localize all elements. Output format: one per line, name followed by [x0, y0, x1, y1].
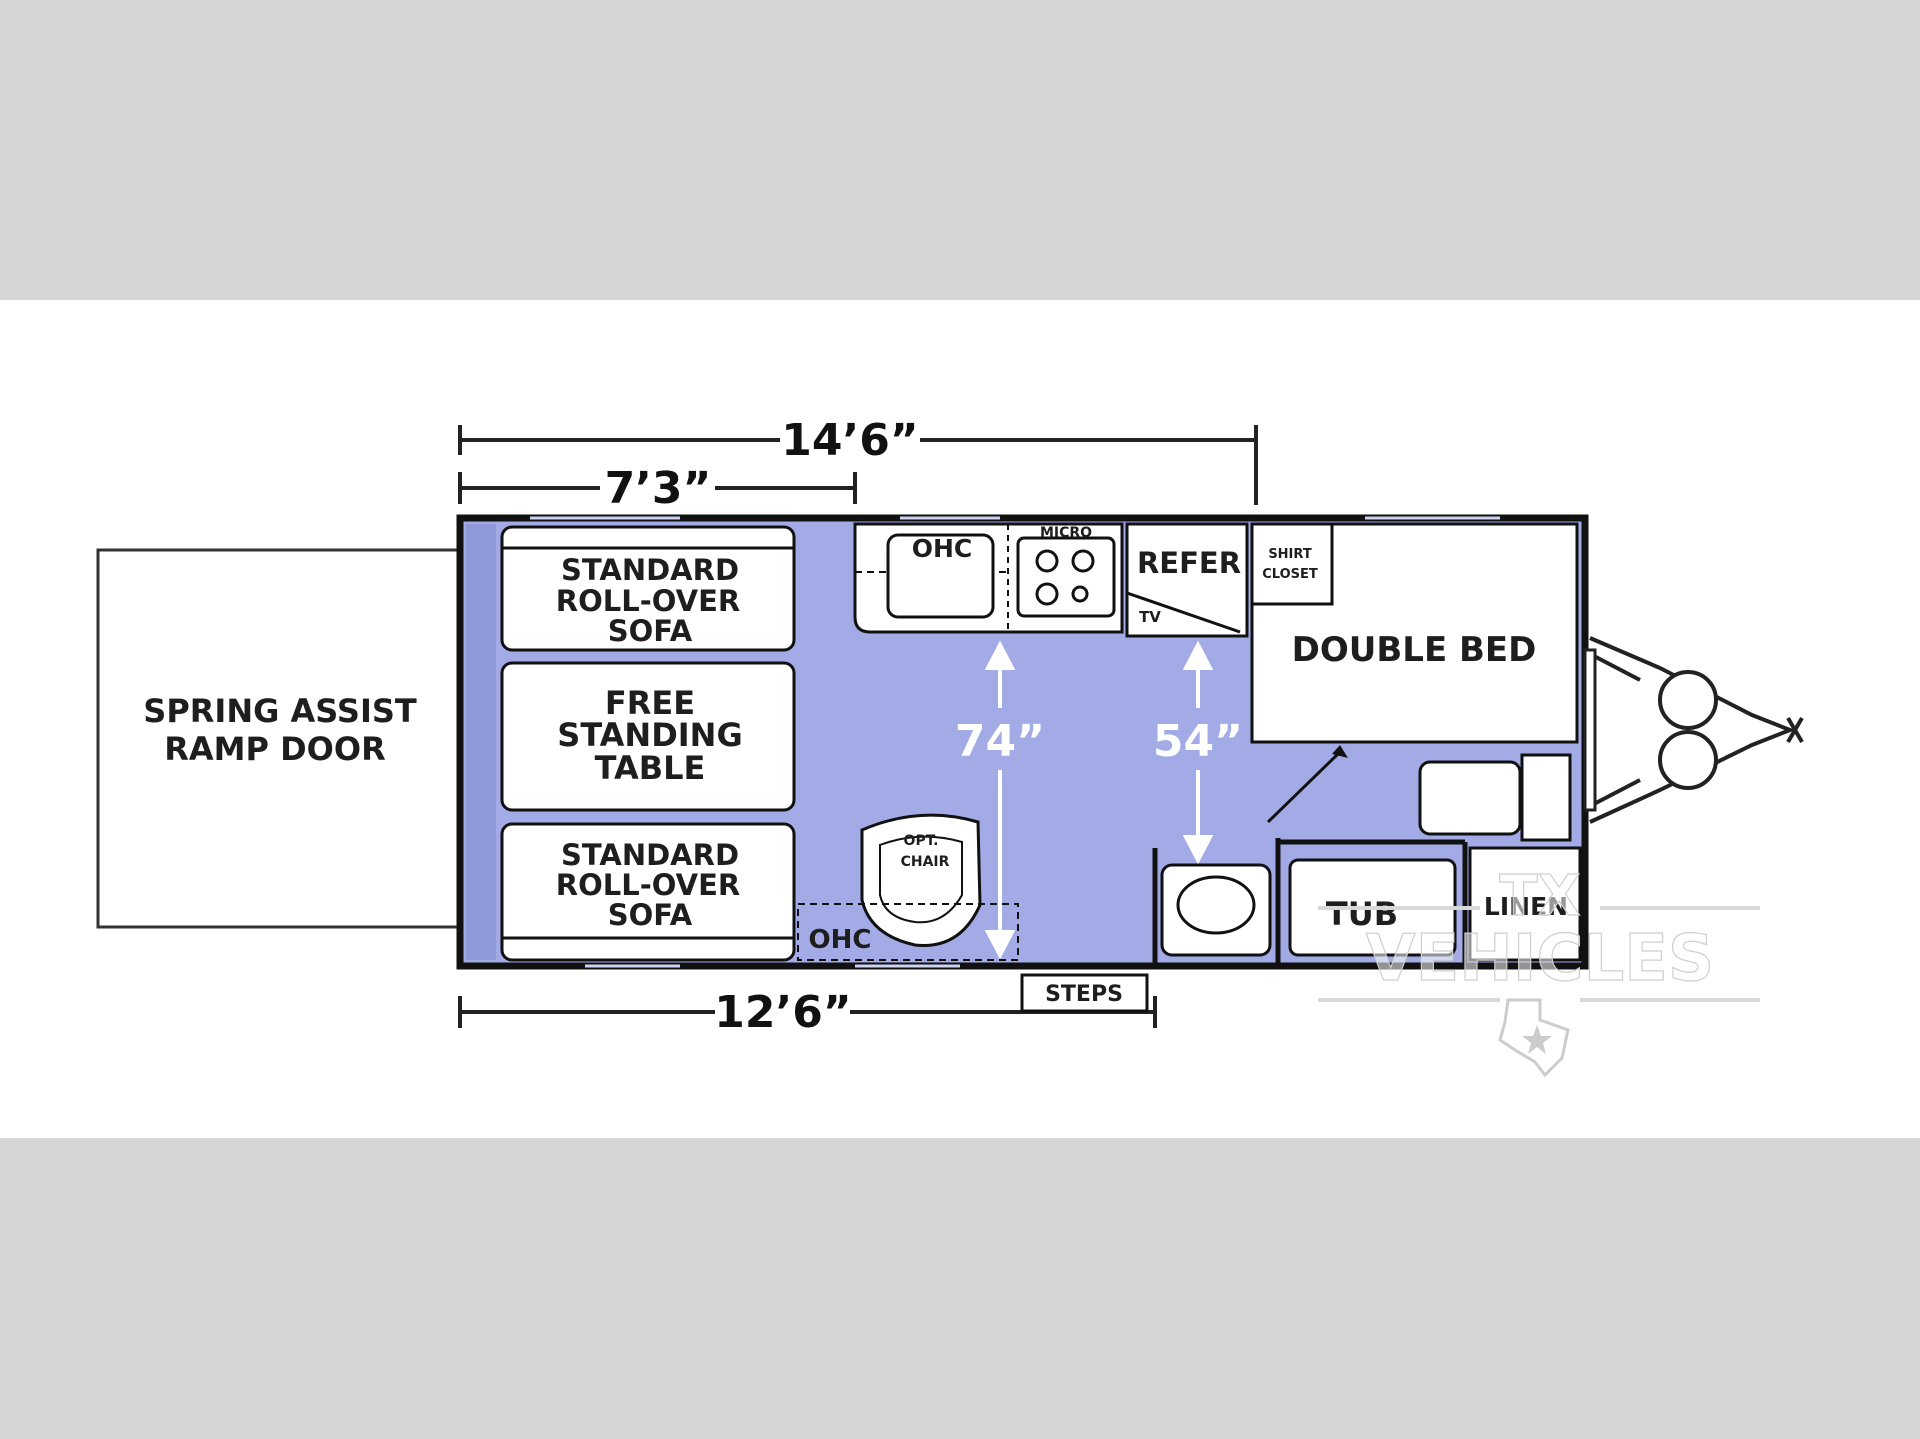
linen-label: LINEN: [1484, 892, 1568, 921]
clearance-54-label: 54”: [1153, 716, 1243, 767]
refrigerator: [1125, 522, 1249, 638]
hitch-tongue: [1583, 636, 1804, 824]
dimension-overall-label: 14’6”: [781, 415, 918, 466]
dimension-front-label: 7’3”: [605, 463, 712, 514]
ohc-bottom-label: OHC: [809, 925, 872, 955]
micro-label: MICRO: [1040, 525, 1092, 541]
double-bed-label: DOUBLE BED: [1292, 630, 1537, 670]
sofa-top: [500, 525, 796, 652]
clearance-74-label: 74”: [955, 716, 1045, 767]
dimension-overall: [458, 425, 1258, 505]
toilet: [1418, 760, 1522, 836]
sofa-bottom-line1: STANDARD: [561, 838, 739, 872]
steps-label: STEPS: [1045, 982, 1123, 1007]
ramp-door-label-line2: RAMP DOOR: [164, 730, 385, 768]
sofa-top-line3: SOFA: [608, 614, 693, 648]
free-standing-table: [500, 661, 796, 812]
refer-label: REFER: [1137, 546, 1241, 580]
entry-steps[interactable]: [1020, 973, 1149, 1013]
clearance-arrow-54: [1182, 640, 1214, 865]
tx-vehicles-watermark: TX VEHICLES: [1318, 863, 1760, 1078]
opt-chair-line2: CHAIR: [901, 854, 950, 870]
sofa-bottom-line2: ROLL-OVER: [556, 868, 740, 902]
ohc-top-label: OHC: [912, 534, 973, 563]
dimension-bottom-label: 12’6”: [714, 987, 851, 1038]
shirt-closet-line2b: CLOSET: [1262, 567, 1318, 582]
bathroom-walls: [1152, 838, 1468, 963]
window-marks: [530, 516, 1500, 968]
shirt-closet-line1b: SHIRT: [1268, 547, 1312, 562]
watermark-line1: TX: [1499, 864, 1580, 929]
bottom-letterbox: [0, 1138, 1920, 1439]
stove-top: [1016, 536, 1116, 618]
sink-basin: [886, 533, 995, 619]
top-letterbox: [0, 0, 1920, 300]
tub-label: TUB: [1326, 895, 1398, 933]
ohc-bottom-cabinet: [797, 903, 1019, 961]
watermark-line2: VEHICLES: [1366, 922, 1714, 996]
sofa-bottom: [500, 822, 796, 962]
dimension-front: [458, 472, 857, 504]
table-line1: FREE: [605, 684, 695, 722]
linen-closet: [1468, 846, 1582, 962]
sofa-top-line1: STANDARD: [561, 553, 739, 587]
stove-burners: [1035, 549, 1095, 606]
toilet-cabinet: [1520, 753, 1572, 842]
sofa-bottom-line3: SOFA: [608, 898, 693, 932]
clearance-arrow-74: [984, 640, 1016, 960]
rear-wall-strip: [466, 524, 496, 960]
table-line3: TABLE: [595, 749, 706, 787]
ramp-door-label-line1: SPRING ASSIST: [143, 692, 417, 730]
opt-chair-line1: OPT.: [904, 833, 939, 849]
sofa-top-line2: ROLL-OVER: [556, 584, 740, 618]
tv-label: TV: [1139, 608, 1161, 626]
table-line2: STANDING: [557, 716, 742, 754]
door-swing: [1266, 750, 1342, 824]
